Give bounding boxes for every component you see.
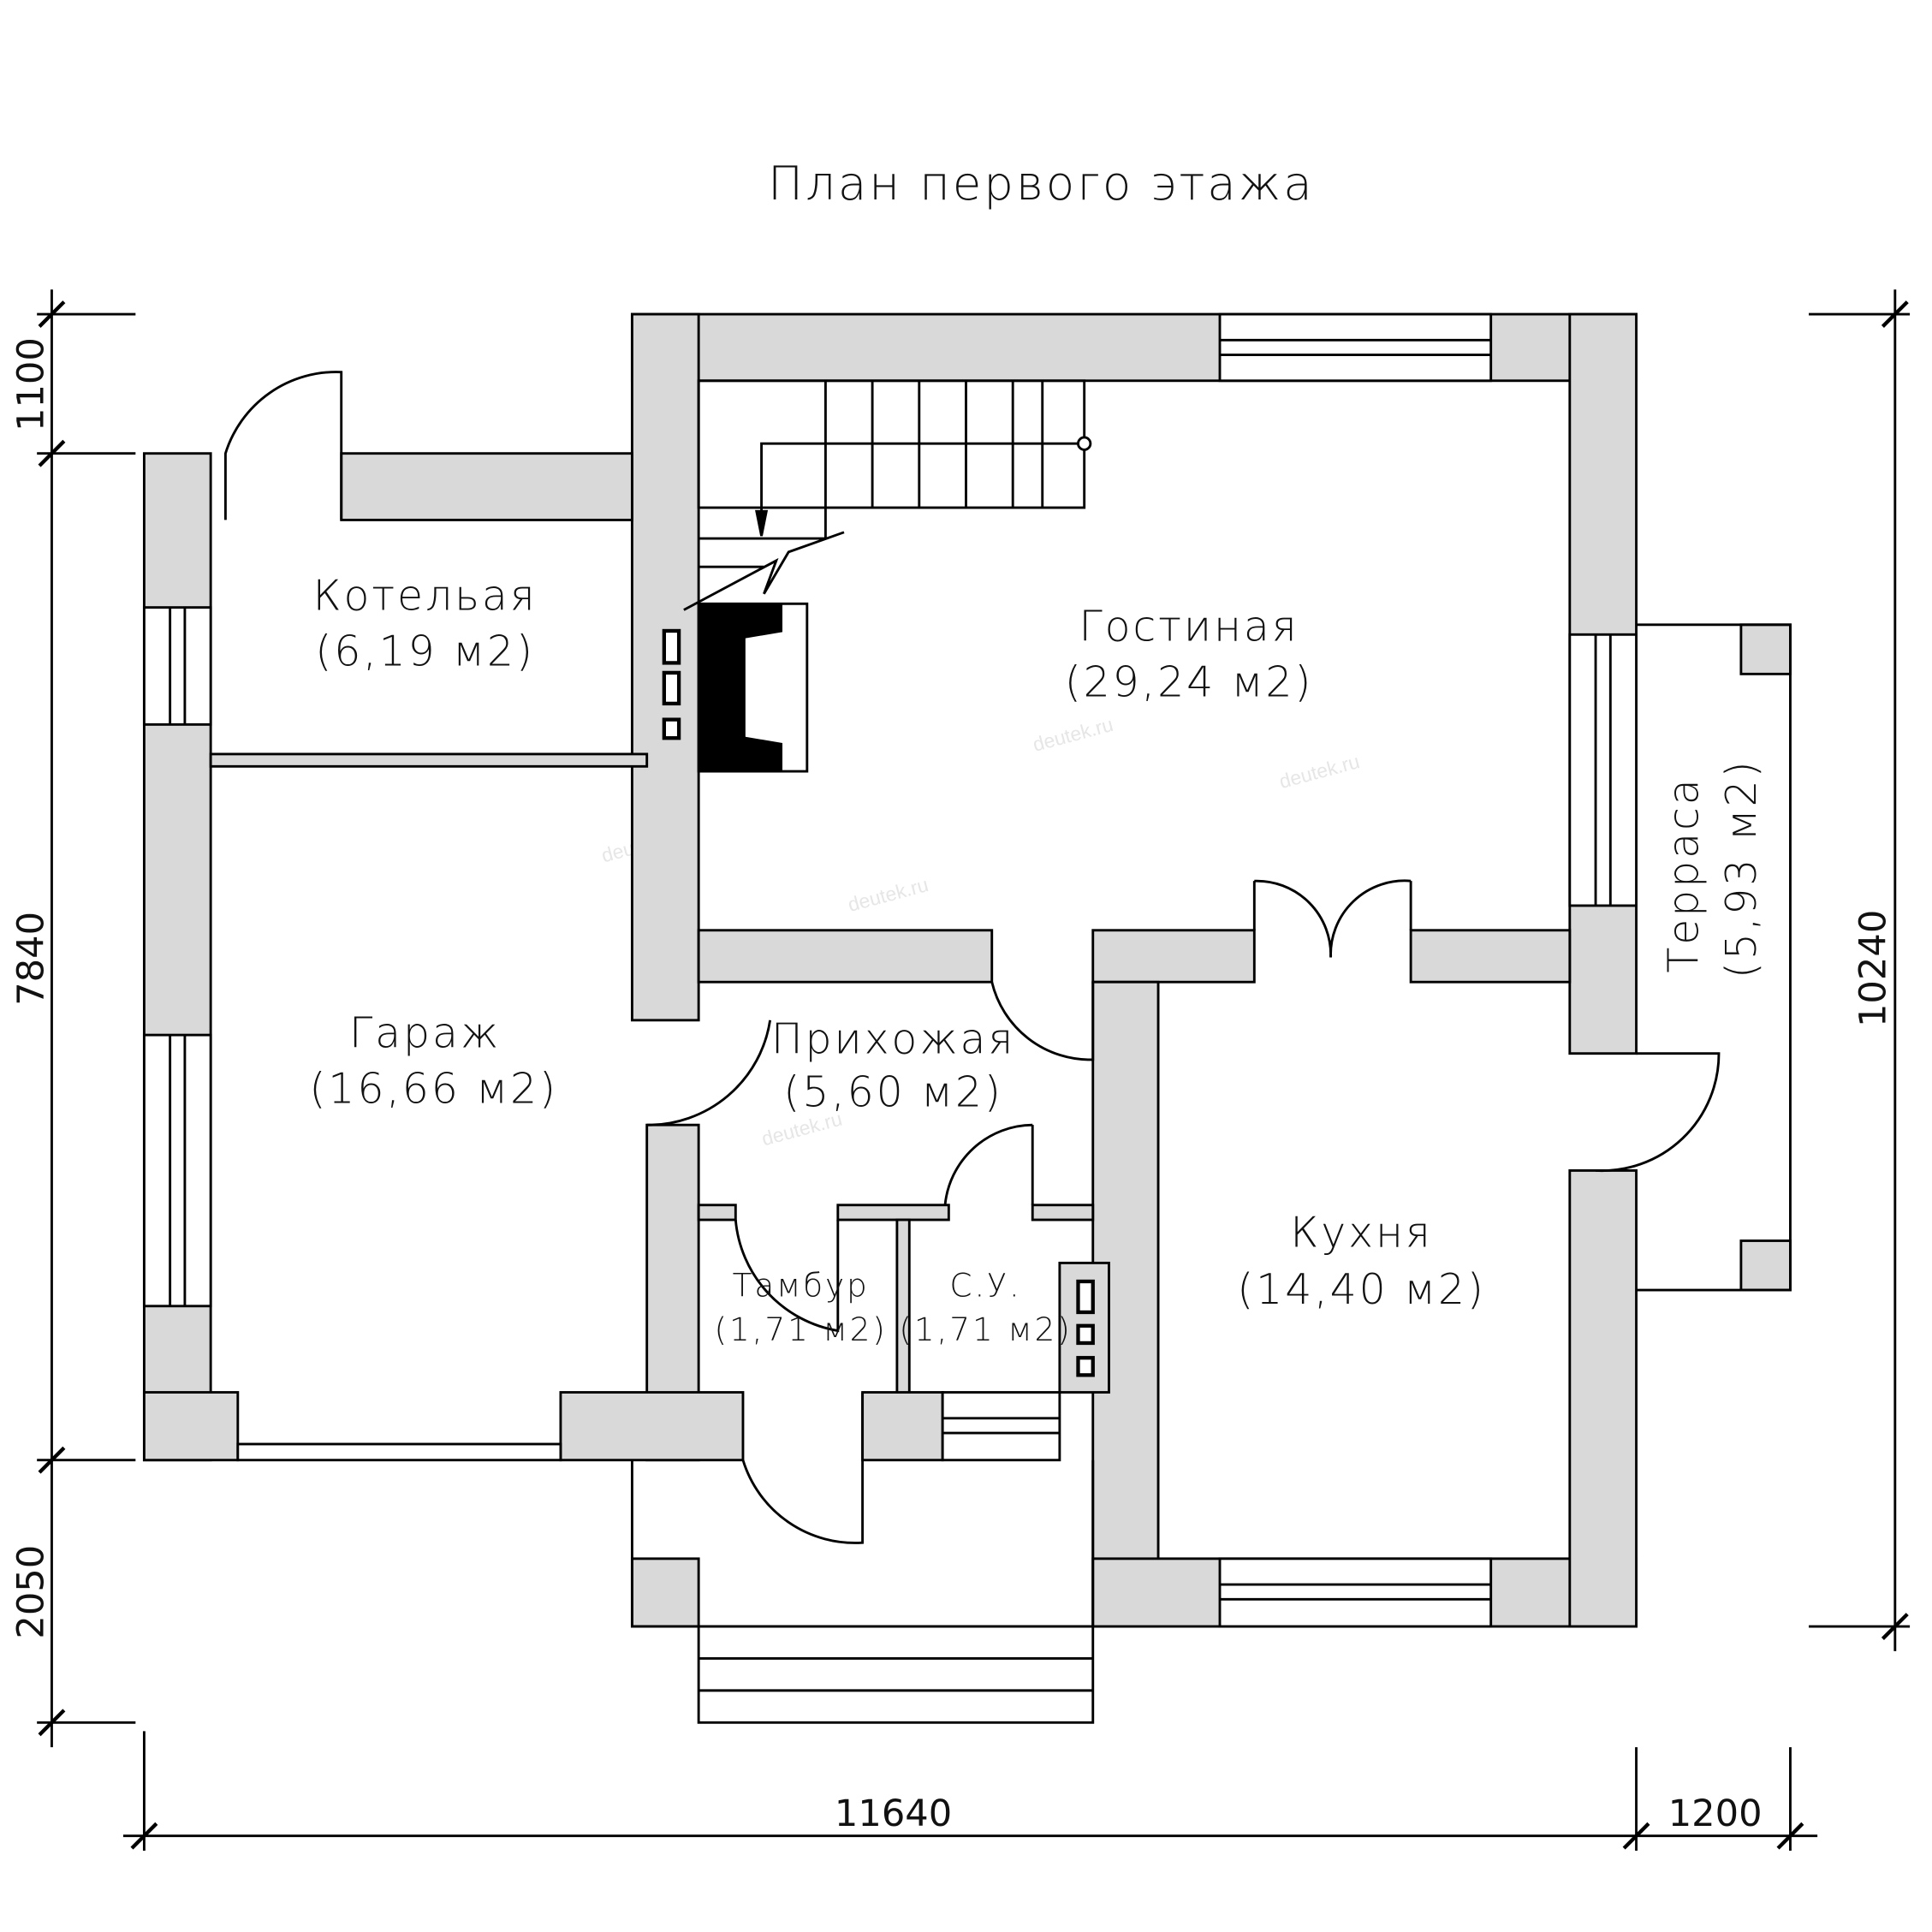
room-area: (5,93 м2) <box>1717 758 1766 978</box>
ventilation-ducts <box>662 628 1095 1377</box>
dim-left-bottom: 2050 <box>9 1545 52 1639</box>
dim-left-mid: 7840 <box>9 912 52 1006</box>
room-area: (6,19 м2) <box>315 627 535 675</box>
svg-text:deutek.ru: deutek.ru <box>1031 713 1115 756</box>
dimension-labels: 1100 7840 2050 10240 11640 1200 <box>9 337 1894 1835</box>
room-name: Кухня <box>1290 1209 1432 1257</box>
fireplace <box>697 602 809 773</box>
plan-title: План первого этажа <box>768 156 1315 211</box>
room-name: Гараж <box>349 1009 501 1058</box>
dimension-lines <box>37 289 1911 1851</box>
dim-bottom-main: 11640 <box>835 1792 952 1835</box>
room-name: Тамбур <box>733 1266 870 1304</box>
room-area: (16,66 м2) <box>309 1064 558 1113</box>
dim-left-top: 1100 <box>9 337 52 431</box>
porch-and-terrace <box>630 623 1792 1724</box>
room-area: (1,71 м2) <box>899 1311 1072 1348</box>
svg-text:deutek.ru: deutek.ru <box>846 873 930 916</box>
room-name: С.У. <box>949 1266 1021 1304</box>
room-name: Котельая <box>313 572 538 621</box>
svg-text:deutek.ru: deutek.ru <box>1277 750 1362 793</box>
doors <box>223 371 1721 1544</box>
staircase <box>683 379 1092 611</box>
room-area: (14,40 м2) <box>1237 1265 1486 1314</box>
room-labels: Котельая (6,19 м2) Гостиная (29,24 м2) Гар… <box>309 572 1766 1349</box>
room-name: Гостиная <box>1079 602 1299 651</box>
room-name: Терраса <box>1660 776 1709 972</box>
dim-right: 10240 <box>1852 910 1894 1027</box>
room-name: Прихожая <box>771 1015 1015 1064</box>
windows <box>142 312 1638 1628</box>
room-area: (1,71 м2) <box>714 1311 887 1348</box>
room-area: (29,24 м2) <box>1065 657 1314 706</box>
dim-bottom-terrace: 1200 <box>1668 1792 1763 1835</box>
room-area: (5,60 м2) <box>783 1068 1003 1117</box>
